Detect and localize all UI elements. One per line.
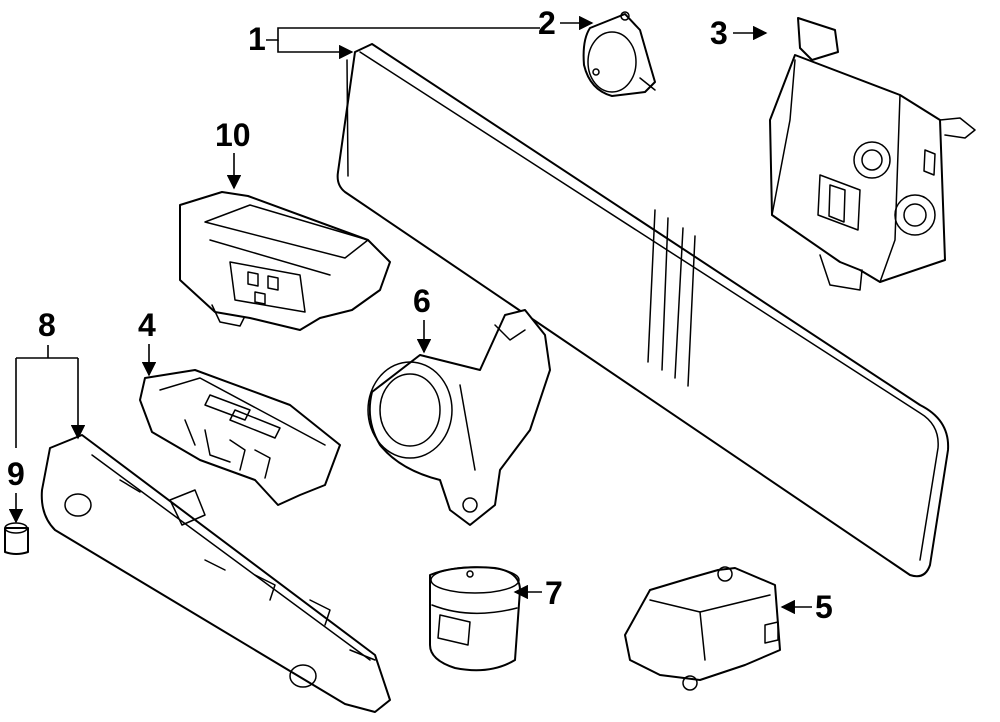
callout-10: 10 xyxy=(215,117,251,190)
part-2-sensor xyxy=(582,11,656,97)
callout-3-label: 3 xyxy=(710,15,728,51)
part-4-switch-panel xyxy=(139,369,341,506)
callout-5-label: 5 xyxy=(815,589,833,625)
callout-2: 2 xyxy=(538,5,594,41)
callout-7-label: 7 xyxy=(545,575,563,611)
callout-3: 3 xyxy=(710,15,768,51)
callout-8: 8 xyxy=(15,307,86,448)
part-7-push-button xyxy=(429,566,521,672)
callout-9-label: 9 xyxy=(7,456,25,492)
callout-8-label: 8 xyxy=(38,307,56,343)
callout-4: 4 xyxy=(138,307,157,377)
part-1-display-panel xyxy=(336,43,950,578)
callout-9: 9 xyxy=(7,456,25,524)
callout-2-label: 2 xyxy=(538,5,556,41)
part-9-cap xyxy=(4,522,29,555)
callout-1: 1 xyxy=(248,21,540,60)
callout-6-label: 6 xyxy=(413,283,431,319)
part-10-switch-housing xyxy=(179,191,391,331)
part-8-trim-panel xyxy=(40,434,391,713)
callout-4-label: 4 xyxy=(138,307,156,343)
callout-1-label: 1 xyxy=(248,21,266,57)
callout-5: 5 xyxy=(780,589,833,625)
part-5-sensor-module xyxy=(624,566,781,691)
callout-7: 7 xyxy=(513,575,563,611)
part-3-control-module xyxy=(769,17,976,291)
callout-6: 6 xyxy=(413,283,432,354)
callout-10-label: 10 xyxy=(215,117,251,153)
part-6-controller-knob xyxy=(367,309,551,526)
